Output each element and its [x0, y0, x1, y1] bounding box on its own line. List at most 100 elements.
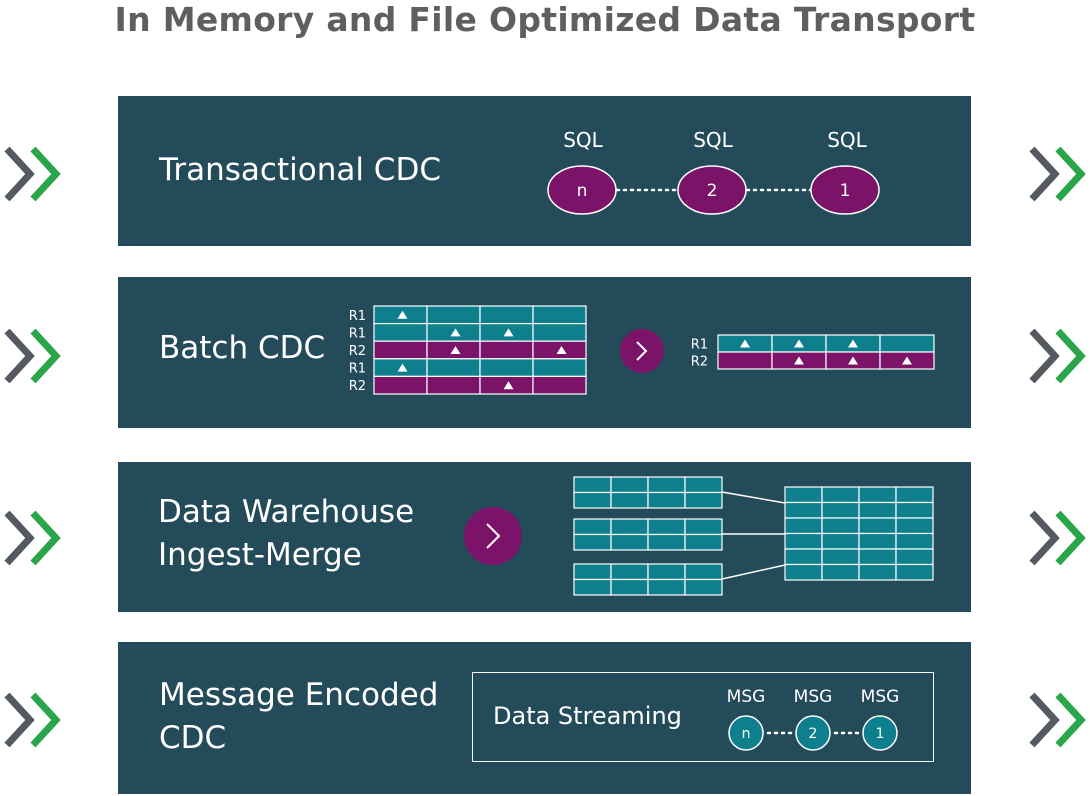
table-cell — [373, 322, 428, 342]
table-cell — [573, 491, 612, 509]
source-table — [573, 476, 723, 509]
table-cell — [373, 340, 428, 360]
table-cell — [895, 517, 934, 535]
row-label: R2 — [349, 344, 366, 359]
panel-label: Data Warehouse Ingest-Merge — [158, 494, 415, 573]
source-table — [573, 518, 723, 551]
panel-label: Transactional CDC — [159, 152, 441, 188]
msg-node-label: 1 — [876, 726, 885, 742]
table-cell — [784, 563, 823, 581]
table-cell — [684, 491, 723, 509]
msg-node-n — [728, 715, 764, 751]
table-cell — [858, 486, 897, 504]
change-marker-icon — [794, 356, 804, 365]
table-cell — [647, 533, 686, 551]
double-chevron-icon — [4, 328, 61, 384]
table-cell — [821, 532, 860, 550]
data-streaming-box: Data Streaming MSG MSG MSG n 2 1 — [472, 672, 934, 762]
table-cell — [573, 578, 612, 596]
forward-arrow-button — [620, 329, 664, 373]
table-cell — [610, 563, 649, 581]
chevron-right-icon — [636, 341, 648, 361]
row-label: R1 — [349, 326, 366, 341]
change-marker-icon — [848, 339, 858, 348]
message-cdc-panel: Message Encoded CDC — [118, 642, 971, 794]
table-cell — [784, 501, 823, 519]
table-cell — [858, 517, 897, 535]
sql-caption-1: SQL — [827, 128, 867, 152]
table-cell — [426, 305, 481, 325]
change-marker-icon — [902, 356, 912, 365]
change-marker-icon — [503, 381, 514, 390]
table-cell — [895, 563, 934, 581]
table-cell — [373, 375, 428, 395]
table-cell — [858, 548, 897, 566]
table-cell — [532, 375, 587, 395]
table-cell — [610, 578, 649, 596]
sql-caption-n: SQL — [563, 128, 603, 152]
table-cell — [610, 476, 649, 494]
table-cell — [532, 322, 587, 342]
table-cell — [784, 548, 823, 566]
table-cell — [684, 518, 723, 536]
table-cell — [479, 358, 534, 378]
table-cell — [610, 491, 649, 509]
table-cell — [647, 563, 686, 581]
table-cell — [610, 533, 649, 551]
double-chevron-icon — [4, 692, 61, 748]
sql-node-label: 1 — [840, 181, 851, 201]
table-cell — [647, 518, 686, 536]
table-cell — [784, 486, 823, 504]
sql-node-1 — [810, 165, 880, 215]
warehouse-ingest-panel: Data Warehouse Ingest-Merge — [118, 462, 971, 612]
data-streaming-label: Data Streaming — [493, 702, 682, 730]
msg-caption-1: MSG — [861, 687, 900, 707]
row-label: R1 — [349, 362, 366, 377]
table-cell — [573, 533, 612, 551]
table-cell — [821, 517, 860, 535]
forward-arrow-button — [464, 507, 522, 565]
double-chevron-icon — [1029, 692, 1086, 748]
change-marker-icon — [397, 310, 408, 319]
table-cell — [895, 486, 934, 504]
double-chevron-icon — [1029, 510, 1086, 566]
table-cell — [858, 563, 897, 581]
msg-node-label: 2 — [809, 726, 818, 742]
table-cell — [647, 476, 686, 494]
msg-node-2 — [795, 715, 831, 751]
change-marker-icon — [450, 346, 461, 354]
table-cell — [784, 532, 823, 550]
transactional-cdc-panel: Transactional CDC SQL SQL SQL n 2 1 — [118, 96, 971, 246]
merge-connector — [721, 564, 786, 580]
change-marker-icon — [397, 363, 408, 372]
change-marker-icon — [794, 339, 804, 348]
double-chevron-icon — [1029, 328, 1086, 384]
msg-caption-2: MSG — [794, 687, 833, 707]
double-chevron-icon — [4, 510, 61, 566]
sql-node-2 — [677, 165, 747, 215]
sql-sequence-diagram: SQL SQL SQL n 2 1 — [547, 128, 880, 215]
table-cell — [573, 563, 612, 581]
target-table — [784, 486, 934, 581]
chevron-right-icon — [486, 523, 501, 549]
msg-node-1 — [862, 715, 898, 751]
table-cell — [684, 578, 723, 596]
table-cell — [717, 351, 773, 370]
row-label: R1 — [691, 338, 708, 353]
sql-node-label: 2 — [707, 181, 718, 201]
table-cell — [426, 375, 481, 395]
table-cell — [479, 305, 534, 325]
table-cell — [784, 517, 823, 535]
msg-node-label: n — [742, 726, 751, 742]
row-label: R2 — [691, 355, 708, 370]
page-title: In Memory and File Optimized Data Transp… — [114, 0, 976, 39]
table-cell — [895, 548, 934, 566]
table-cell — [821, 548, 860, 566]
change-marker-icon — [450, 328, 461, 337]
table-cell — [573, 476, 612, 494]
table-cell — [895, 532, 934, 550]
table-cell — [821, 486, 860, 504]
